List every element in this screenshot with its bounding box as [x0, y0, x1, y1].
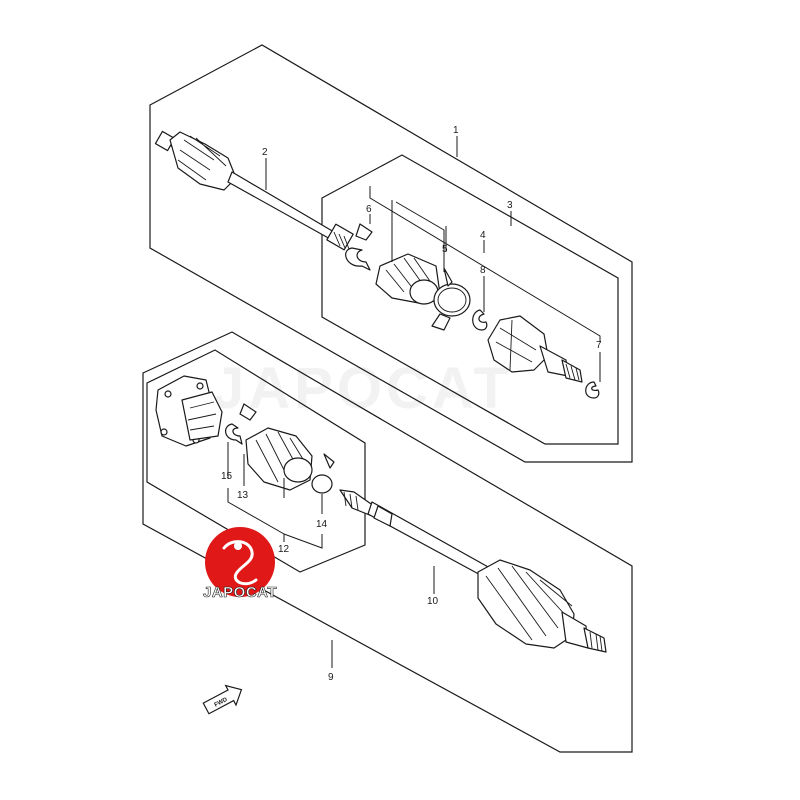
callout-2: 2: [262, 147, 268, 158]
joint-outer-10: [477, 559, 607, 653]
circlip-7: [585, 381, 600, 399]
logo-disc: [205, 527, 275, 597]
callout-12: 12: [278, 544, 290, 555]
callout-10: 10: [427, 596, 439, 607]
frame-assembly-9: [142, 331, 633, 753]
frame-subassembly-3: [321, 154, 619, 445]
callout-15: 15: [221, 471, 233, 482]
flange-housing: [155, 375, 223, 447]
watermark-text: JAPOCAT: [212, 356, 513, 421]
callout-4: 4: [480, 230, 486, 241]
fwd-arrow-icon: FWD: [202, 684, 243, 715]
callout-7: 7: [596, 340, 602, 351]
logo-emblem: [222, 540, 258, 586]
drive-shaft-upper: [154, 130, 354, 251]
callout-9: 9: [328, 672, 334, 683]
clamp-band-5: [431, 267, 471, 331]
circlip-8: [472, 309, 488, 331]
callout-1: 1: [453, 125, 459, 136]
callout-3: 3: [507, 200, 513, 211]
frame-assembly-1: [149, 44, 633, 463]
callout-5: 5: [442, 244, 448, 255]
boot-5: [375, 253, 441, 305]
logo-text: JAPOCAT: [203, 584, 277, 601]
clamp-14: [311, 453, 335, 494]
clamp-15: [225, 403, 257, 445]
leader-lines: [227, 136, 601, 668]
joint-housing-7: [487, 315, 583, 383]
drive-shaft-lower: [339, 489, 491, 579]
frame-subassembly-12: [146, 349, 366, 573]
callout-14: 14: [316, 519, 328, 530]
japocat-logo: JAPOCAT: [203, 527, 277, 601]
callout-8: 8: [480, 265, 486, 276]
boot-13: [245, 427, 313, 491]
callout-13: 13: [237, 490, 249, 501]
callout-6: 6: [366, 204, 372, 215]
clamp-6: [345, 223, 373, 271]
